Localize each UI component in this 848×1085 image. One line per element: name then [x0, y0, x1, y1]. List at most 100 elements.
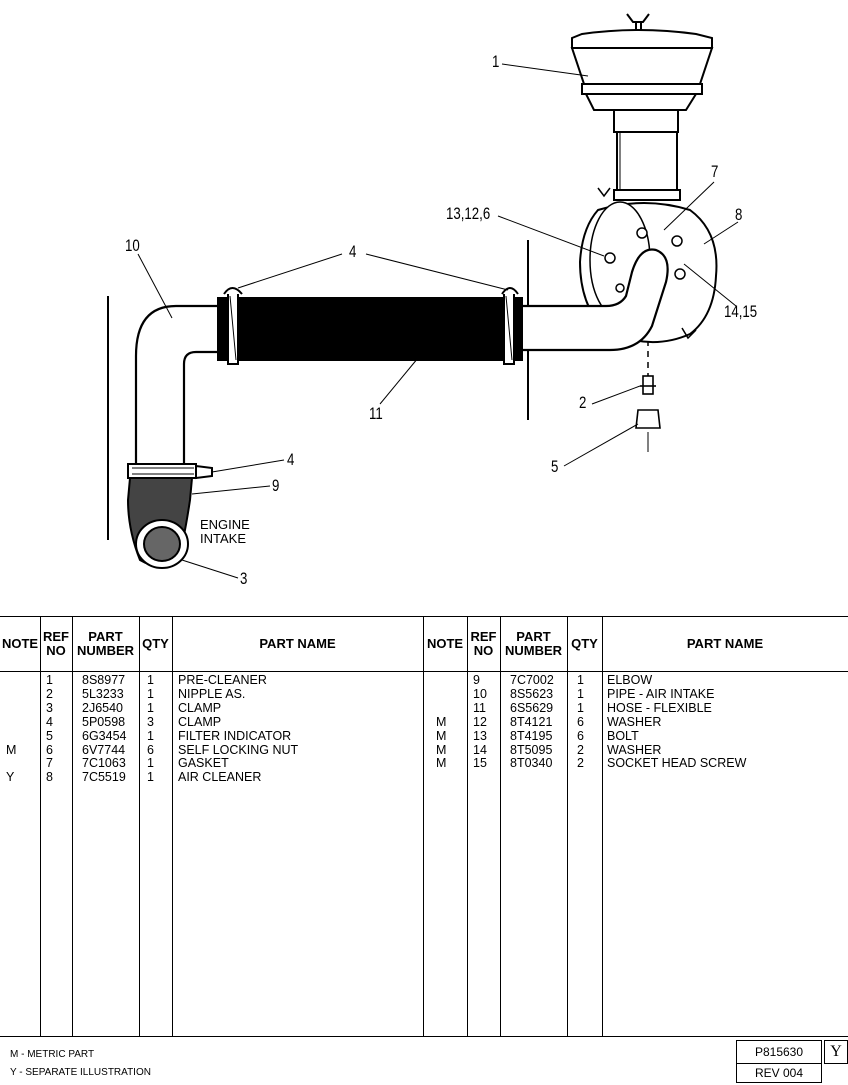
table-cell: 1 [147, 686, 154, 701]
table-cell: 7 [46, 756, 53, 771]
column-divider [500, 616, 501, 1036]
table-cell: 1 [46, 673, 53, 687]
table-cell: 9 [473, 673, 480, 687]
table-cell: 6 [577, 728, 584, 743]
table-cell: M [436, 728, 447, 743]
table-cell: HOSE - FLEXIBLE [607, 700, 712, 715]
air-cleaner-stack [613, 109, 681, 201]
legend-metric: M - METRIC PART [10, 1049, 95, 1060]
header-bottom-border [0, 671, 848, 672]
header-note: NOTE [1, 635, 39, 651]
engine-intake-label: ENGINE INTAKE [200, 517, 250, 546]
table-cell: 6 [46, 742, 53, 757]
header-qty: QTY [142, 635, 169, 651]
callout-13-12-6: 13,12,6 [446, 204, 491, 223]
engine-intake-elbow [126, 463, 213, 569]
intake-pipe-elbow [134, 304, 230, 468]
table-cell: 13 [473, 728, 487, 743]
header-part-name-right: PART NAME [686, 635, 764, 651]
table-cell: 5P0598 [82, 714, 126, 729]
legend: M - METRIC PART Y - SEPARATE ILLUSTRATIO… [10, 1046, 151, 1082]
table-cell: 8T0340 [510, 756, 553, 771]
header-part-name: PART NAME [259, 635, 336, 651]
column-divider [567, 616, 568, 1036]
table-cell: 8T4121 [510, 714, 553, 729]
table-cell [436, 702, 446, 716]
plate-revision: REV 004 [736, 1064, 822, 1083]
header-part-number-right: PART NUMBER [504, 628, 563, 658]
table-cell: 8S5623 [510, 686, 554, 701]
leader-lines [137, 63, 739, 579]
callout-14-15: 14,15 [724, 302, 758, 321]
table-cell: PIPE - AIR INTAKE [607, 686, 715, 701]
table-cell: GASKET [178, 756, 229, 771]
flexible-hose [217, 287, 523, 365]
table-cell: 1 [147, 756, 154, 771]
table-cell: 7C5519 [82, 770, 126, 785]
table-cell: 11 [473, 700, 486, 715]
table-cell: M [436, 742, 447, 757]
header-qty-right: QTY [571, 635, 598, 651]
header-part-number: PART NUMBER [76, 628, 135, 658]
column-divider [40, 616, 41, 1036]
column-divider [423, 616, 424, 1036]
table-cell: 8S8977 [82, 673, 126, 687]
table-cell [6, 757, 16, 771]
table-cell: 6V7744 [82, 742, 126, 757]
table-cell: 1 [577, 700, 584, 715]
table-cell [6, 730, 16, 744]
table-cell: BOLT [607, 728, 639, 743]
table-cell: 4 [46, 714, 53, 729]
table-cell: 1 [147, 673, 154, 687]
callout-4-lower: 4 [287, 450, 295, 469]
table-cell: M [6, 742, 17, 757]
callout-10: 10 [125, 236, 140, 255]
table-cell: Y [6, 770, 15, 785]
table-cell: AIR CLEANER [178, 770, 262, 785]
table-cell: M [436, 714, 447, 729]
table-cell [6, 674, 16, 688]
table-cell: 1 [577, 673, 584, 687]
table-cell: 1 [577, 686, 584, 701]
table-cell: 1 [147, 770, 154, 785]
table-cell: 2 [577, 742, 584, 757]
callout-8: 8 [735, 205, 743, 224]
table-cell: CLAMP [178, 700, 222, 715]
table-cell: 8T4195 [510, 728, 553, 743]
filter-indicator [635, 375, 661, 429]
table-cell: PRE-CLEANER [178, 673, 267, 687]
table-cell: 7C1063 [82, 756, 126, 771]
callout-7: 7 [711, 162, 719, 181]
table-cell: 6 [147, 742, 154, 757]
table-cell: CLAMP [178, 714, 222, 729]
callout-4: 4 [349, 242, 357, 261]
table-cell: 5L3233 [82, 686, 124, 701]
table-cell: FILTER INDICATOR [178, 728, 292, 743]
pre-cleaner [570, 13, 714, 111]
table-cell: SELF LOCKING NUT [178, 742, 299, 757]
column-divider [72, 616, 73, 1036]
plate-code: Y [824, 1040, 848, 1064]
table-cell: 2 [577, 756, 584, 771]
legend-separate-illustration: Y - SEPARATE ILLUSTRATION [10, 1067, 151, 1078]
table-top-border [0, 616, 848, 617]
callout-11: 11 [369, 404, 383, 423]
header-note-right: NOTE [426, 635, 464, 651]
parts-table: NOTE REF NO PART NUMBER QTY PART NAME NO… [0, 616, 848, 1038]
plate-number: P815630 [736, 1040, 822, 1064]
left-note-column: M Y [6, 674, 16, 785]
table-cell: 12 [473, 714, 487, 729]
column-divider [172, 616, 173, 1036]
callout-1: 1 [492, 52, 500, 71]
table-cell: M [436, 756, 447, 771]
table-cell: 1 [147, 700, 154, 715]
table-cell: 6G3454 [82, 728, 127, 743]
column-divider [602, 616, 603, 1036]
table-cell [436, 674, 446, 688]
